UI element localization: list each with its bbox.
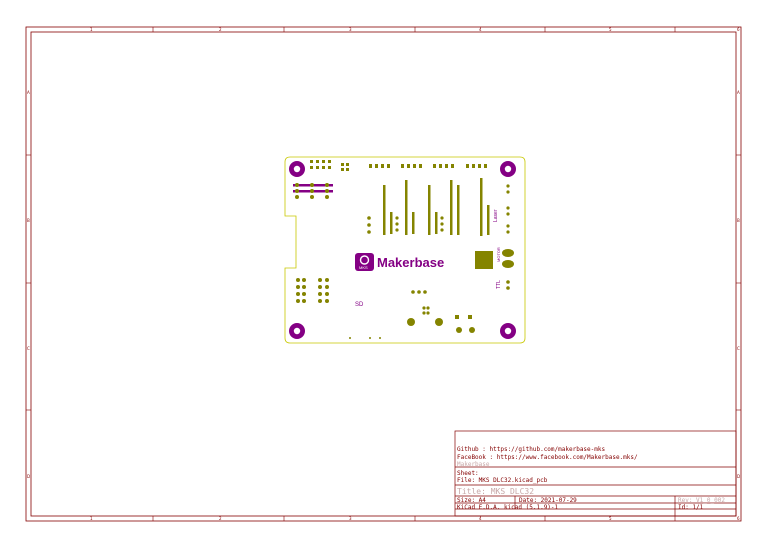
- sheet-id: Id: 1/1: [678, 504, 704, 511]
- size-text: Size: A4: [457, 497, 486, 504]
- zone-row-c-left: C: [27, 346, 30, 351]
- zone-col-1-top: 1: [90, 27, 93, 32]
- zone-col-2-bottom: 2: [219, 516, 222, 521]
- rev-text: Rev: V1_0_002: [678, 497, 725, 504]
- mounting-holes: [289, 161, 516, 339]
- brand-text: Makerbase: [377, 255, 445, 270]
- zone-row-d-left: D: [27, 474, 31, 479]
- board-outline: [284, 156, 526, 344]
- kicad-version: KiCad E.D.A. kicad (5.1.9)-1: [457, 504, 559, 511]
- sheet-label: Sheet:: [457, 470, 479, 477]
- driver-pin-columns: [383, 178, 490, 236]
- outer-frame: [25, 26, 742, 522]
- zone-row-b-left: B: [27, 218, 30, 223]
- motor-label: MOTOR: [496, 247, 501, 262]
- row-ticks: [26, 154, 741, 411]
- zone-col-3-top: 3: [349, 27, 352, 32]
- zone-col-4-top: 4: [479, 27, 482, 32]
- inner-frame: [30, 31, 737, 517]
- company-name: Makerbase: [457, 461, 490, 468]
- title-block-lines: [454, 430, 737, 517]
- zone-col-5-top: 5: [609, 27, 612, 32]
- top-connector-pads: [310, 160, 487, 171]
- mks-logo: [355, 253, 374, 271]
- power-section: [475, 249, 514, 290]
- zone-row-a-left: A: [27, 90, 30, 95]
- bottom-components: [349, 315, 475, 339]
- zone-col-1-bottom: 1: [90, 516, 93, 521]
- zone-row-a-right: A: [737, 90, 740, 95]
- zone-row-c-right: C: [737, 346, 740, 351]
- column-ticks-top: [152, 27, 676, 521]
- jumper-block: [293, 183, 333, 199]
- lower-left-pads: [296, 278, 430, 315]
- facebook-link: FaceBook : https://www.facebook.com/Make…: [457, 454, 638, 461]
- file-name: File: MKS DLC32.kicad_pcb: [457, 477, 548, 484]
- zone-col-3-bottom: 3: [349, 516, 352, 521]
- date-text: Date: 2021-07-29: [519, 497, 577, 504]
- github-link: Github : https://github.com/makerbase-mk…: [457, 446, 606, 453]
- zone-col-6-top: 6: [737, 27, 740, 32]
- logo-text: MKS: [359, 265, 368, 270]
- sd-label: SD: [355, 302, 364, 308]
- zone-col-5-bottom: 5: [609, 516, 612, 521]
- zone-row-b-right: B: [737, 218, 740, 223]
- pcb-board: [284, 156, 526, 344]
- title-text: Title: MKS DLC32: [457, 487, 535, 496]
- zone-col-2-top: 2: [219, 27, 222, 32]
- small-pads: [367, 184, 510, 234]
- zone-col-4-bottom: 4: [479, 516, 482, 521]
- zone-col-6-bottom: 6: [737, 516, 740, 521]
- laser-label: Laser: [493, 209, 499, 222]
- zone-row-d-right: D: [737, 474, 741, 479]
- ttl-label: TTL: [496, 280, 502, 289]
